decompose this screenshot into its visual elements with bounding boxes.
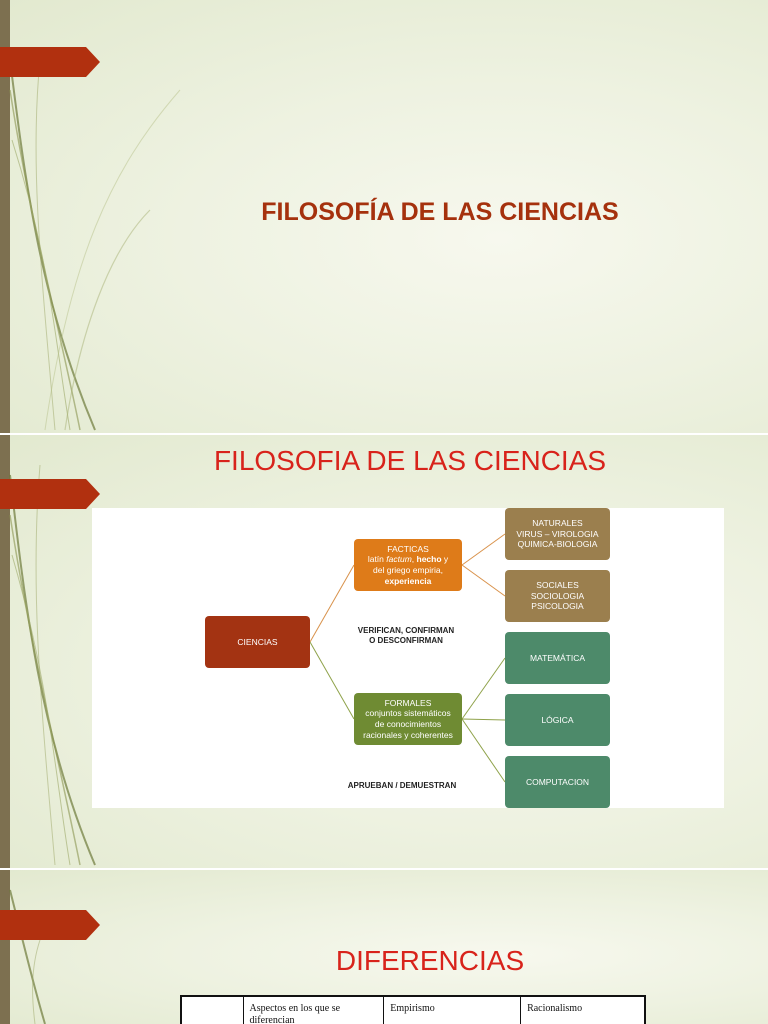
title-arrow-marker — [0, 47, 100, 77]
grass-decoration — [9, 464, 96, 866]
slide-separator — [0, 433, 768, 435]
formales-node: FORMALES conjuntos sistemáticos de conoc… — [354, 693, 462, 745]
formales-label: FORMALES — [384, 697, 432, 708]
slide3-title: DIFERENCIAS — [335, 945, 525, 976]
diferencias-table: Aspectos en los que se diferencian Empir… — [180, 995, 646, 1024]
slide2-title: FILOSOFIA DE LAS CIENCIAS — [213, 445, 607, 476]
facticas-desc-line1: latín factum, hecho y — [367, 554, 449, 565]
sociales-node: SOCIALES SOCIOLOGIA PSICOLOGIA — [505, 570, 610, 622]
formales-desc-line1: conjuntos sistemáticos — [365, 708, 451, 719]
grass-decoration — [9, 889, 46, 1024]
facticas-desc-line3: experiencia — [384, 575, 432, 586]
table-header-cell: Aspectos en los que se diferencian — [244, 997, 385, 1024]
title-arrow-marker — [0, 910, 100, 940]
facticas-label: FACTICAS — [387, 543, 429, 554]
slide-separator — [0, 868, 768, 870]
grass-decoration — [9, 59, 181, 431]
aprueban-label: APRUEBAN / DEMUESTRAN — [347, 781, 457, 790]
formales-desc-line3: racionales y coherentes — [363, 729, 453, 740]
table-header-cell — [182, 997, 244, 1024]
logica-node: LÓGICA — [505, 694, 610, 746]
left-bar — [0, 435, 10, 868]
diagram-connectors — [309, 533, 506, 783]
matematica-node: MATEMÁTICA — [505, 632, 610, 684]
computacion-node: COMPUTACION — [505, 756, 610, 808]
facticas-node: FACTICAS latín factum, hecho y del grieg… — [354, 539, 462, 591]
slide-1: FILOSOFÍA DE LAS CIENCIAS — [0, 0, 768, 433]
facticas-desc-line2: del griego empiria, — [373, 565, 443, 575]
left-bar — [0, 0, 10, 433]
left-bar — [0, 870, 10, 1024]
ciencias-diagram: CIENCIAS FACTICAS latín factum, hecho y … — [92, 508, 724, 808]
table-header-cell: Racionalismo — [527, 1003, 583, 1014]
naturales-node: NATURALES VIRUS – VIROLOGIA QUIMICA-BIOL… — [505, 508, 610, 560]
formales-desc-line2: de conocimientos — [374, 719, 442, 729]
ciencias-node: CIENCIAS — [205, 616, 310, 668]
title-arrow-marker — [0, 479, 100, 509]
slide1-title: FILOSOFÍA DE LAS CIENCIAS — [261, 198, 619, 226]
verifican-label: VERIFICAN, CONFIRMAN O DESCONFIRMAN — [357, 626, 455, 646]
table-header-cell: Empirismo — [384, 997, 522, 1024]
